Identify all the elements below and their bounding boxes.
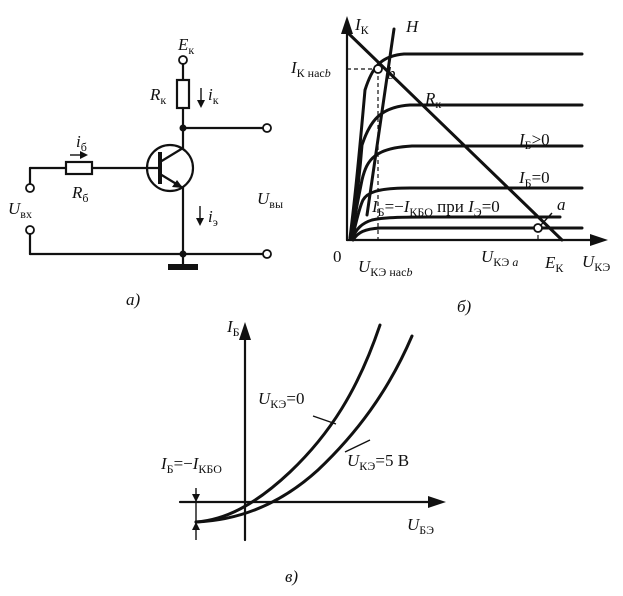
transistor-collector: [158, 146, 185, 164]
caption-a: а): [126, 290, 141, 309]
ib-zero-label: IБ=0: [518, 168, 550, 190]
ib-pos-label: IБ>0: [518, 130, 550, 152]
uce-axis-arrow: [590, 234, 608, 246]
ie-label: iэ: [208, 207, 218, 229]
curve-ib-high: [348, 52, 584, 240]
uin-label: Uвх: [8, 199, 32, 221]
curve-ib-zero: [350, 186, 584, 240]
output-bottom-terminal: [262, 249, 272, 259]
load-line-rk: [345, 30, 564, 242]
ube-axis-arrow: [428, 496, 446, 508]
ube-axis-label: UБЭ: [407, 515, 434, 537]
caption-b: б): [457, 297, 472, 316]
origin-label: 0: [333, 247, 342, 266]
rb-resistor: [64, 160, 94, 176]
point-a-label: a: [557, 195, 566, 214]
rb-label: Rб: [71, 183, 89, 205]
uce-0-leader: [312, 415, 337, 425]
curve-uce-0: [194, 323, 382, 524]
uout-label: Uвы: [257, 189, 283, 211]
point-b-marker: [373, 64, 383, 74]
emitter-arrow: [172, 180, 183, 188]
ik-label: iк: [208, 85, 219, 107]
ik-axis-label: IК: [354, 15, 370, 37]
ib-axis-label: IБ: [226, 317, 240, 339]
rk-line-label: Rк: [424, 89, 441, 111]
ground-node: [179, 250, 187, 258]
ek-terminal: [178, 55, 188, 65]
uce-sat-label: UКЭ насb: [358, 257, 412, 279]
ib-neg-ikbo-label: IБ=−IКБО: [160, 454, 222, 476]
ie-arrow-head: [196, 218, 204, 226]
rk-resistor: [175, 78, 191, 110]
ib-arrow-head: [80, 151, 88, 159]
point-b-label: b: [387, 64, 396, 83]
caption-v: в): [285, 567, 298, 586]
uce-axis-label: UКЭ: [582, 252, 610, 274]
ikbo-arrow-up: [192, 522, 200, 530]
ib-neg-label: IБ=−IКБО при IЭ=0: [371, 197, 500, 219]
ib-label: iб: [76, 132, 87, 154]
saturation-line-h: [365, 27, 396, 217]
ikbo-arrow-down: [192, 494, 200, 502]
input-bottom-terminal: [25, 225, 35, 235]
input-top-terminal: [25, 183, 35, 193]
panel-b-output-characteristics: IК H IК насb b Rк IБ>0 IБ=0 IБ=−IКБО при…: [290, 15, 610, 316]
output-top-terminal: [262, 123, 272, 133]
panel-v-input-characteristics: IБ UКЭ=0 UКЭ=5 В IБ=−IКБО UБЭ в): [160, 317, 446, 586]
h-label: H: [405, 17, 420, 36]
panel-a-circuit: Eк Rк iк iб Rб iэ Uвх Uвы а): [8, 35, 283, 309]
ground-symbol: [168, 264, 198, 270]
point-a-leader: [539, 212, 553, 227]
uce-5-leader: [344, 439, 371, 453]
curve-ib-pos: [350, 144, 584, 240]
uce-0-label: UКЭ=0: [258, 389, 304, 411]
curve-ib-low: [350, 215, 562, 241]
ek-axis-label: EК: [544, 253, 564, 275]
ek-label: Eк: [177, 35, 194, 57]
ik-arrow-head: [197, 100, 205, 108]
ib-axis-arrow: [239, 322, 251, 340]
curve-ib-neg: [351, 226, 584, 242]
ik-sat-label: IК насb: [290, 58, 331, 80]
rk-label: Rк: [149, 85, 166, 107]
uce-5-label: UКЭ=5 В: [347, 451, 409, 473]
curve-uce-5: [194, 334, 414, 524]
ik-axis-arrow: [341, 16, 353, 34]
